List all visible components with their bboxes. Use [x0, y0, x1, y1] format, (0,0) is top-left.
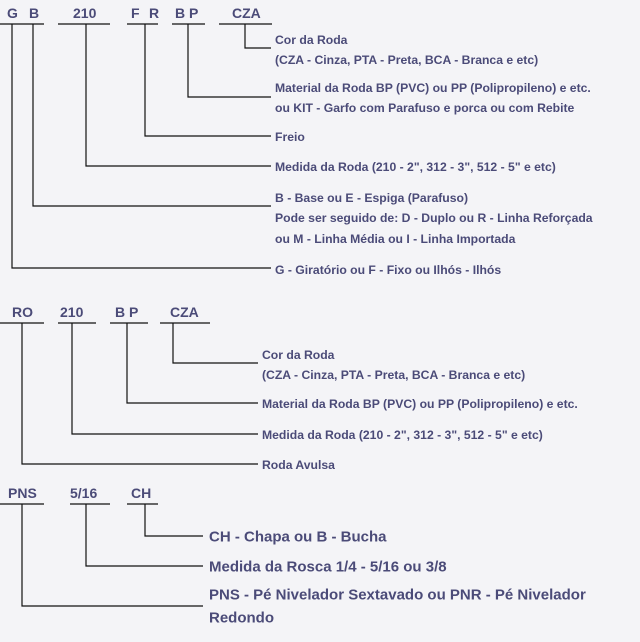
label-base: B - Base ou E - Espiga (Parafuso) — [275, 190, 469, 205]
label-rosca: Medida da Rosca 1/4 - 5/16 ou 3/8 — [209, 558, 447, 576]
code-cza: CZA — [232, 5, 261, 21]
label-cor-options: (CZA - Cinza, PTA - Preta, BCA - Branca … — [262, 367, 526, 382]
code-ch: CH — [131, 485, 152, 501]
code-f: F — [131, 5, 140, 21]
label-cor-options: (CZA - Cinza, PTA - Preta, BCA - Branca … — [275, 52, 539, 67]
code-g: G — [7, 5, 18, 21]
label-pns-redondo: Redondo — [209, 609, 274, 627]
code-210: 210 — [73, 5, 97, 21]
label-base-options: Pode ser seguido de: D - Duplo ou R - Li… — [275, 210, 593, 225]
label-cor-title: Cor da Roda — [262, 347, 335, 362]
label-material: Material da Roda BP (PVC) ou PP (Polipro… — [262, 396, 578, 411]
label-giratorio: G - Giratório ou F - Fixo ou Ilhós - Ilh… — [275, 262, 502, 277]
label-roda-avulsa: Roda Avulsa — [262, 457, 335, 472]
label-freio: Freio — [275, 129, 305, 144]
label-pns: PNS - Pé Nivelador Sextavado ou PNR - Pé… — [209, 586, 586, 604]
code-cza: CZA — [170, 304, 199, 320]
label-material: Material da Roda BP (PVC) ou PP (Polipro… — [275, 80, 591, 95]
label-medida: Medida da Roda (210 - 2", 312 - 3", 512 … — [275, 159, 556, 174]
label-medida: Medida da Roda (210 - 2", 312 - 3", 512 … — [262, 427, 543, 442]
label-material-kit: ou KIT - Garfo com Parafuso e porca ou c… — [275, 100, 575, 115]
code-rosca: 5/16 — [70, 485, 98, 501]
label-chapa: CH - Chapa ou B - Bucha — [209, 528, 387, 546]
code-ro: RO — [12, 304, 33, 320]
code-pns: PNS — [8, 485, 37, 501]
code-b: B — [29, 5, 40, 21]
code-bp: B P — [175, 5, 199, 21]
code-r: R — [149, 5, 160, 21]
label-cor-title: Cor da Roda — [275, 32, 348, 47]
code-210: 210 — [60, 304, 84, 320]
code-bp: B P — [115, 304, 139, 320]
label-base-options-2: ou M - Linha Média ou I - Linha Importad… — [275, 231, 516, 246]
